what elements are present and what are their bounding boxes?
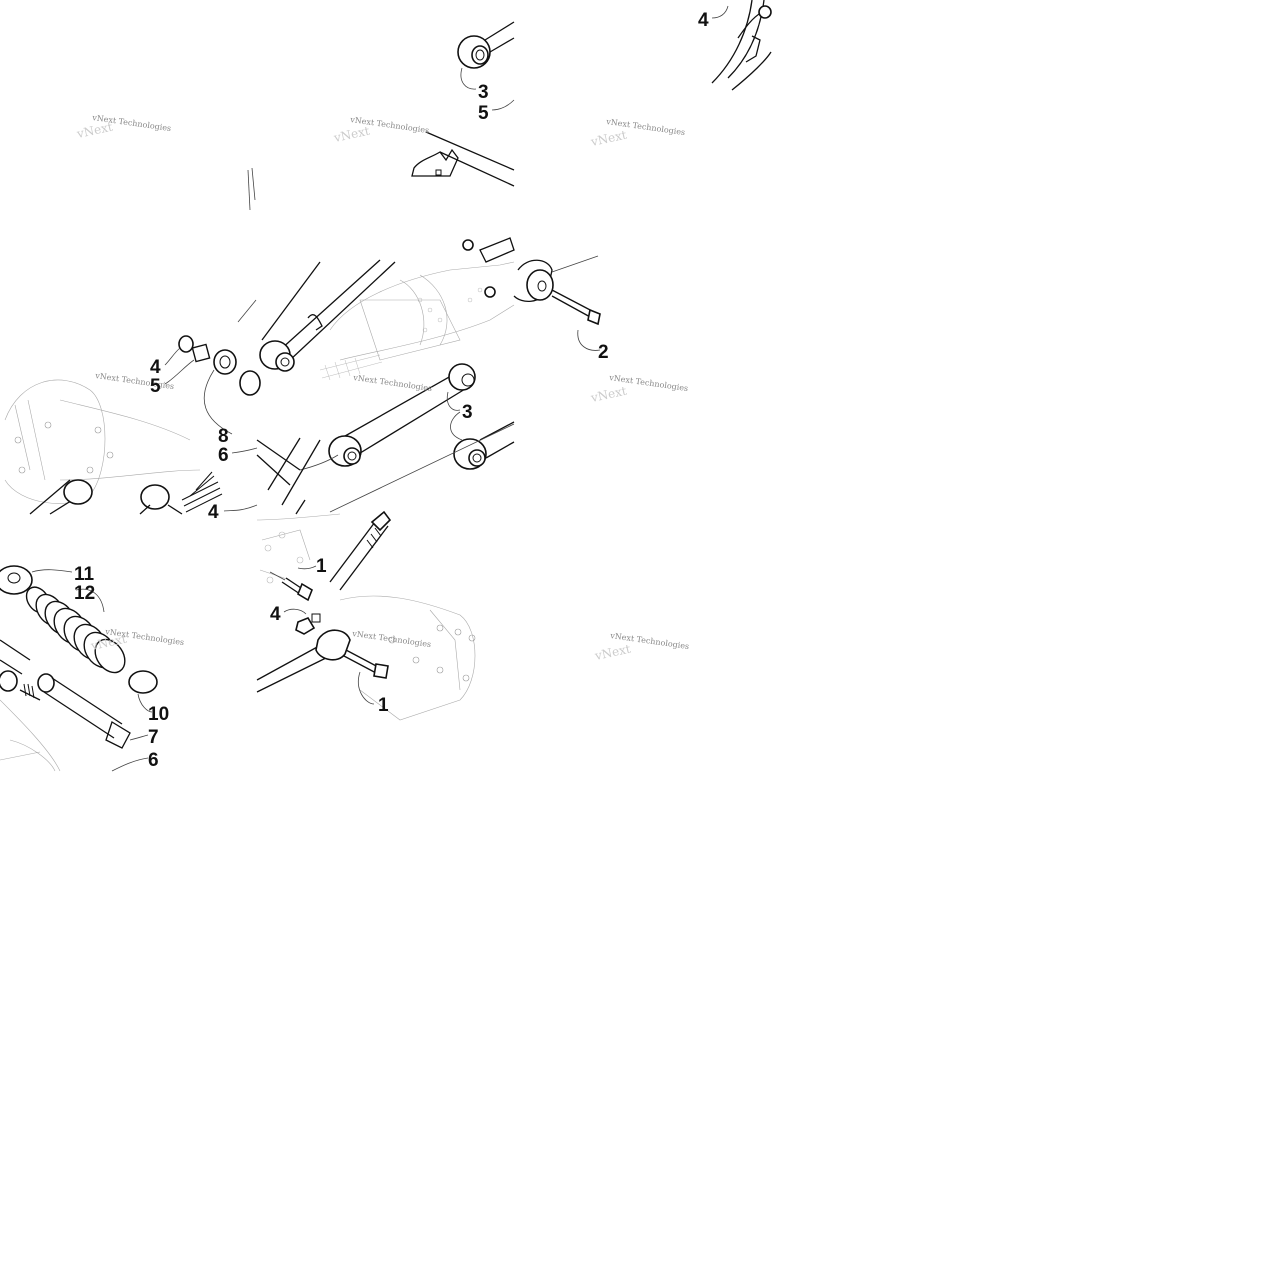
callout-2: 2 xyxy=(598,342,609,363)
callouts: 4 3 5 4 5 8 6 4 3 2 11 12 10 7 6 1 4 1 xyxy=(74,10,709,771)
callout-3-top: 3 xyxy=(478,82,489,103)
callout-4-b: 4 xyxy=(270,604,281,625)
tile-center-left xyxy=(4,299,261,515)
svg-text:vNext: vNext xyxy=(589,384,628,405)
tile-center-right xyxy=(513,255,601,351)
svg-text:vNext: vNext xyxy=(332,124,371,145)
tile-bottom-left xyxy=(0,565,158,772)
tile-top-right xyxy=(711,0,772,91)
callout-6-low: 6 xyxy=(148,750,159,771)
tile-top-middle xyxy=(247,21,515,211)
callout-7: 7 xyxy=(148,727,159,748)
callout-10: 10 xyxy=(148,704,169,725)
callout-3-mid: 3 xyxy=(462,402,473,423)
callout-1-b: 1 xyxy=(378,695,389,716)
callout-4-top: 4 xyxy=(698,10,709,31)
callout-4-low: 4 xyxy=(208,502,219,523)
callout-5-mid: 5 xyxy=(150,376,161,397)
callout-5-top: 5 xyxy=(478,103,489,124)
callout-12: 12 xyxy=(74,583,95,604)
svg-text:vNext: vNext xyxy=(593,642,632,663)
callout-8: 8 xyxy=(218,426,229,447)
callout-1-a: 1 xyxy=(316,556,327,577)
watermark-5: vNext Technologies xyxy=(352,373,433,393)
watermark-4: vNext Technologies xyxy=(94,371,175,391)
callout-6-mid: 6 xyxy=(218,445,229,466)
tile-center xyxy=(256,237,515,515)
watermarks: vNext vNext Technologies vNext vNext Tec… xyxy=(75,113,690,663)
watermark-8: vNext Technologies xyxy=(351,629,432,649)
callout-4-mid: 4 xyxy=(150,357,161,378)
svg-text:vNext: vNext xyxy=(589,128,628,149)
callout-11: 11 xyxy=(74,564,95,585)
tile-bottom-middle xyxy=(256,510,476,721)
